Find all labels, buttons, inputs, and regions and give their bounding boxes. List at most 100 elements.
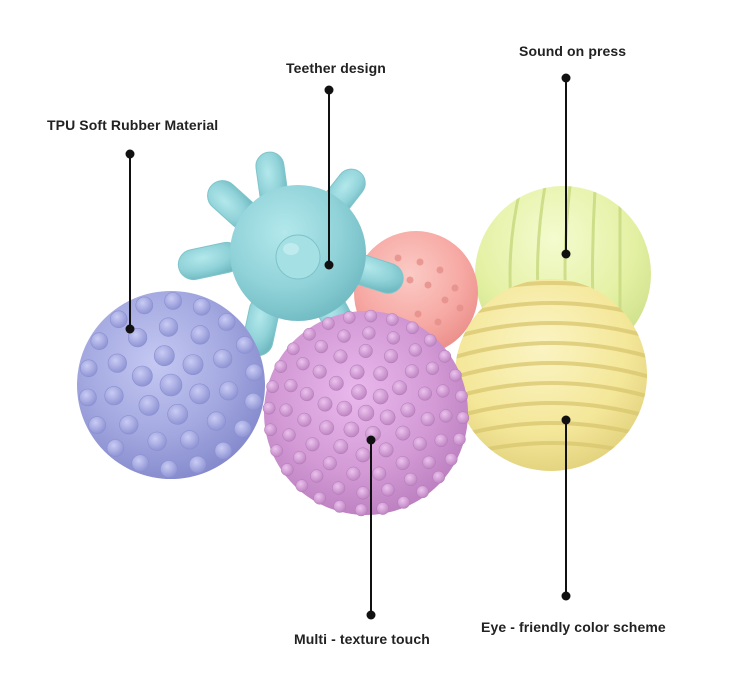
purple-ball-spike bbox=[372, 466, 387, 481]
blue-ball-bump bbox=[160, 460, 178, 478]
purple-ball-spike bbox=[373, 366, 389, 382]
purple-ball-spike bbox=[270, 444, 283, 458]
purple-ball-spike bbox=[425, 361, 440, 375]
purple-ball-spike bbox=[355, 447, 371, 463]
purple-ball-spike bbox=[305, 437, 320, 452]
purple-ball-spike bbox=[357, 404, 375, 422]
blue-ball-bump bbox=[180, 430, 200, 450]
blue-ball-bump bbox=[106, 439, 125, 457]
purple-ball-spike bbox=[314, 339, 328, 354]
blue-ball-bump bbox=[104, 386, 124, 406]
blue-ball-bump bbox=[128, 328, 148, 348]
blue-ball-bump bbox=[245, 363, 263, 382]
purple-ball-spike bbox=[337, 329, 351, 343]
yellow-ball-rib bbox=[455, 401, 647, 422]
blue-ball-bump bbox=[131, 454, 150, 473]
pointer-tpu bbox=[125, 149, 135, 334]
purple-ball-spike bbox=[383, 349, 399, 364]
purple-ball-spike bbox=[364, 309, 378, 323]
blue-ball-bump bbox=[233, 419, 252, 438]
purple-ball-spike bbox=[282, 428, 296, 442]
purple-ball-spike bbox=[292, 451, 307, 465]
purple-ball-spike bbox=[321, 317, 335, 330]
purple-ball-spike bbox=[296, 357, 310, 371]
purple-ball-spike bbox=[432, 470, 446, 484]
purple-ball-spike bbox=[328, 375, 344, 391]
blue-ball-bump bbox=[182, 354, 204, 376]
purple-spiky-ball bbox=[262, 309, 470, 517]
yellow-ball-rib bbox=[455, 321, 647, 342]
purple-ball-spike bbox=[262, 401, 276, 415]
purple-ball-spike bbox=[439, 409, 453, 423]
blue-ball-bump bbox=[189, 383, 211, 405]
purple-ball-spike bbox=[333, 349, 348, 364]
purple-ball-spike bbox=[284, 378, 298, 393]
purple-ball-spike bbox=[280, 463, 294, 476]
blue-ball-bump bbox=[236, 336, 254, 354]
purple-ball-spike bbox=[312, 364, 327, 379]
purple-ball-spike bbox=[349, 364, 365, 380]
purple-ball-spike bbox=[358, 343, 373, 359]
purple-ball-spike bbox=[376, 502, 390, 515]
blue-ball-bump bbox=[79, 359, 98, 378]
blue-ball-bump bbox=[135, 296, 154, 315]
purple-ball-spike bbox=[310, 469, 324, 483]
pointer-sound bbox=[561, 73, 571, 259]
label-tpu-soft-rubber-material: TPU Soft Rubber Material bbox=[47, 117, 219, 133]
purple-ball-spike bbox=[331, 481, 346, 495]
yellow-ball-rib bbox=[455, 381, 647, 402]
blue-ball-bump bbox=[206, 411, 226, 431]
purple-ball-spike bbox=[343, 421, 360, 438]
teal-teether-ball bbox=[177, 151, 404, 357]
label-teether-design: Teether design bbox=[286, 60, 386, 76]
purple-ball-spike bbox=[354, 503, 368, 517]
purple-ball-spike bbox=[303, 327, 316, 341]
purple-ball-spike bbox=[286, 342, 300, 356]
purple-ball-spike bbox=[456, 411, 470, 425]
yellow-ball-rib bbox=[455, 341, 647, 362]
blue-ball-bump bbox=[217, 313, 236, 331]
blue-ball-bump bbox=[138, 394, 160, 416]
purple-ball-spike bbox=[404, 364, 419, 379]
purple-ball-spike bbox=[381, 483, 395, 497]
blue-ball-bump bbox=[158, 317, 179, 337]
purple-ball-spike bbox=[392, 380, 408, 396]
blue-ball-bump bbox=[153, 345, 175, 367]
purple-ball-spike bbox=[408, 343, 422, 357]
label-eye-friendly-color-scheme: Eye - friendly color scheme bbox=[481, 619, 666, 635]
purple-ball-spike bbox=[404, 472, 418, 487]
blue-ball-bump bbox=[107, 353, 127, 373]
blue-ball-bump bbox=[188, 455, 207, 474]
purple-ball-spike bbox=[449, 368, 462, 382]
purple-ball-spike bbox=[453, 432, 466, 446]
purple-ball-spike bbox=[412, 436, 427, 451]
purple-ball-spike bbox=[386, 331, 401, 345]
purple-ball-spike bbox=[333, 439, 349, 455]
purple-ball-spike bbox=[264, 423, 277, 437]
purple-ball-spike bbox=[336, 400, 353, 417]
purple-ball-spike bbox=[417, 386, 432, 401]
purple-ball-spike bbox=[266, 380, 279, 394]
pointer-teether bbox=[324, 85, 334, 270]
purple-ball-spike bbox=[317, 396, 333, 412]
purple-ball-spike bbox=[351, 384, 367, 400]
purple-ball-spike bbox=[444, 453, 458, 466]
blue-ball-bump bbox=[147, 431, 167, 451]
purple-ball-spike bbox=[313, 491, 326, 505]
purple-ball-spike bbox=[299, 387, 314, 402]
blue-ball-bump bbox=[119, 415, 139, 435]
purple-ball-spike bbox=[438, 350, 452, 363]
purple-ball-spike bbox=[406, 321, 419, 335]
purple-ball-spike bbox=[395, 455, 410, 471]
purple-ball-spike bbox=[362, 326, 376, 340]
yellow-ball-rib bbox=[455, 361, 647, 382]
blue-ball-bump bbox=[190, 325, 210, 345]
blue-ball-bump bbox=[88, 416, 106, 434]
purple-ball-spike bbox=[319, 420, 335, 436]
blue-ball-bump bbox=[79, 388, 97, 407]
purple-ball-spike bbox=[416, 485, 429, 499]
purple-ball-spike bbox=[423, 333, 437, 347]
purple-ball-spike bbox=[279, 403, 293, 417]
purple-ball-spike bbox=[356, 486, 370, 500]
